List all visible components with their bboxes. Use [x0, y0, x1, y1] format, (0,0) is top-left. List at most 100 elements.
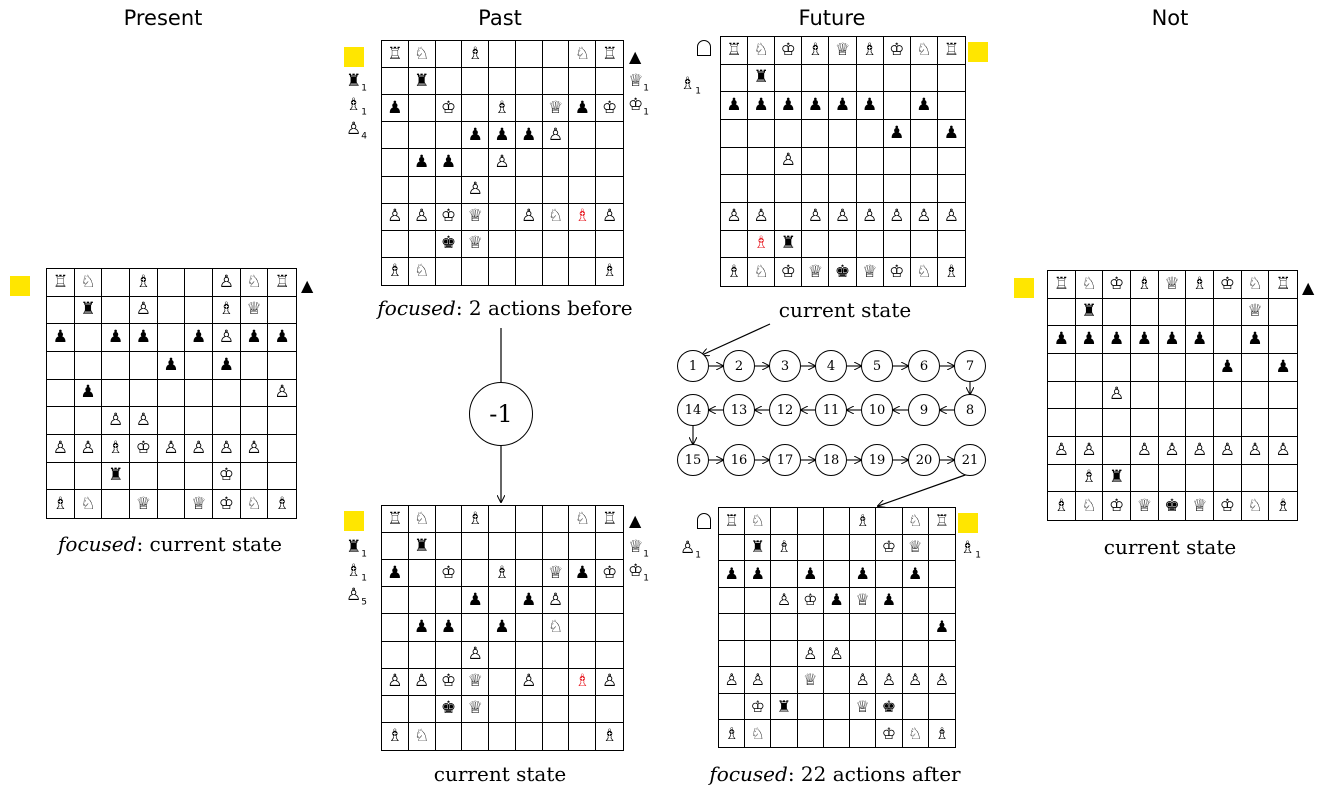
- board-cell: [1076, 409, 1104, 437]
- board-cell: ♟: [911, 92, 938, 120]
- board-cell: [1048, 409, 1076, 437]
- board-cell: ♜: [409, 533, 436, 560]
- board-cell: [1186, 465, 1214, 493]
- board-cell: [543, 258, 570, 285]
- board-cell: ♟: [884, 120, 911, 148]
- board-cell: ♚: [829, 258, 856, 286]
- board-cell: [409, 95, 436, 122]
- board-cell: ♙: [213, 435, 241, 463]
- board-cell: [489, 506, 516, 533]
- board-cell: [719, 614, 745, 641]
- board-cell: ♕: [462, 231, 489, 258]
- not-turn-icon: [1014, 278, 1034, 298]
- board-cell: ♕: [462, 204, 489, 231]
- board-cell: ♙: [802, 203, 829, 231]
- board-cell: [382, 642, 409, 669]
- board-cell: [721, 148, 748, 176]
- board-cell: [884, 92, 911, 120]
- board-cell: ♔: [436, 95, 463, 122]
- board-cell: ♖: [1048, 271, 1076, 299]
- board-cell: ♕: [829, 37, 856, 65]
- board-cell: ♘: [1242, 492, 1270, 520]
- sequence-node: 4: [815, 350, 847, 382]
- board-cell: ♗: [1048, 492, 1076, 520]
- board-cell: ♟: [824, 588, 850, 615]
- board-cell: ♗: [47, 490, 75, 518]
- board-cell: [802, 175, 829, 203]
- board-cell: ♗: [102, 435, 130, 463]
- board-cell: [1103, 354, 1131, 382]
- past-bottom-filled-icon: ▲: [629, 511, 649, 531]
- board-cell: ♙: [462, 642, 489, 669]
- board-cell: ♗: [596, 258, 623, 285]
- board-cell: [543, 533, 570, 560]
- board-cell: [185, 380, 213, 408]
- board-cell: ♗: [1186, 271, 1214, 299]
- board-cell: ♕: [798, 667, 824, 694]
- board-cell: [802, 65, 829, 93]
- board-cell: ♟: [903, 561, 929, 588]
- board-cell: ♙: [213, 269, 241, 297]
- board-cell: [489, 696, 516, 723]
- board-cell: ♙: [489, 149, 516, 176]
- board-cell: [1076, 354, 1104, 382]
- board-cell: ♕: [1242, 299, 1270, 327]
- board-cell: ♔: [1103, 492, 1131, 520]
- board-cell: ♖: [47, 269, 75, 297]
- board-cell: ♙: [775, 148, 802, 176]
- board-cell: ♗: [1131, 271, 1159, 299]
- board-cell: [436, 258, 463, 285]
- board-cell: [516, 95, 543, 122]
- board-cell: ♙: [382, 204, 409, 231]
- board-cell: ♔: [1103, 271, 1131, 299]
- board-cell: [884, 175, 911, 203]
- board-cell: ♟: [75, 380, 103, 408]
- board-cell: [130, 352, 158, 380]
- sequence-node: 13: [723, 394, 755, 426]
- board-cell: [543, 177, 570, 204]
- board-cell: [436, 642, 463, 669]
- board-cell: ♟: [462, 587, 489, 614]
- board-cell: ♗: [130, 269, 158, 297]
- board-cell: ♘: [75, 269, 103, 297]
- sequence-node: 11: [815, 394, 847, 426]
- captured-piece: ♕1: [628, 73, 649, 97]
- future-bottom-outline-icon: [697, 513, 711, 529]
- board-cell: ♘: [903, 720, 929, 747]
- board-cell: ♙: [1103, 382, 1131, 410]
- board-cell: [47, 463, 75, 491]
- board-cell: [409, 696, 436, 723]
- board-cell: ♕: [185, 490, 213, 518]
- board-cell: ♟: [382, 95, 409, 122]
- board-cell: ♜: [748, 65, 775, 93]
- captured-piece: ♔1: [628, 563, 649, 587]
- past-bottom-turn-icon: [344, 511, 364, 531]
- board-cell: [489, 177, 516, 204]
- board-cell: [47, 407, 75, 435]
- board-cell: [938, 148, 965, 176]
- board-cell: [775, 120, 802, 148]
- board-cell: ♗: [929, 720, 955, 747]
- board-cell: [824, 614, 850, 641]
- board-cell: [596, 68, 623, 95]
- board-cell: [569, 258, 596, 285]
- sequence-node: 20: [908, 444, 940, 476]
- board-cell: [721, 175, 748, 203]
- board-cell: [1214, 326, 1242, 354]
- board-cell: [268, 435, 296, 463]
- board-cell: [516, 614, 543, 641]
- board-cell: [745, 641, 771, 668]
- board-cell: ♟: [802, 92, 829, 120]
- past-bottom-captured-right: ♕1♔1: [628, 539, 649, 587]
- board-cell: ♙: [929, 667, 955, 694]
- not-filled-icon: ▲: [1302, 278, 1322, 298]
- board-cell: ♖: [382, 41, 409, 68]
- board-cell: ♔: [775, 258, 802, 286]
- board-cell: ♙: [771, 588, 797, 615]
- board-cell: ♙: [213, 324, 241, 352]
- past-top-board: ♖♘♗♘♖♜♟♔♗♕♟♔♟♟♟♙♟♟♙♙♙♙♔♕♙♘♗♙♚♕♗♘♗: [381, 40, 624, 286]
- board-cell: ♕: [850, 694, 876, 721]
- board-cell: [268, 463, 296, 491]
- board-cell: ♗: [489, 560, 516, 587]
- board-cell: [130, 463, 158, 491]
